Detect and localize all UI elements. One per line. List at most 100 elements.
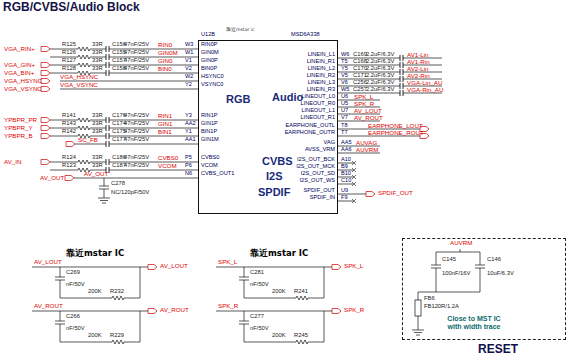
pin-number: AA1 [185, 137, 196, 143]
pin-number: U6 [341, 94, 348, 100]
component-label: C277 [250, 314, 264, 320]
component-label: 10uF/6.3V [487, 271, 514, 277]
net-label: GIN0M [158, 50, 178, 56]
pin-name: RIN1P [201, 113, 217, 119]
pin-number: AA2 [185, 121, 196, 127]
component-label: R229 [110, 333, 124, 339]
component-label: R143 [62, 121, 76, 127]
pin-name: LINEIN_R3 [307, 87, 335, 93]
filter-sections [32, 265, 341, 345]
pin-name: HSYNC0 [201, 74, 224, 80]
part-label: U12B [201, 32, 215, 38]
component-label: C256 [353, 80, 367, 86]
component-label: 33R [92, 66, 103, 72]
pin-number: Y3 [185, 113, 192, 119]
pin-name: BIN0P [201, 66, 217, 72]
component-label: R126 [62, 50, 76, 56]
net-label: AV_OUT [84, 171, 108, 177]
pin-number: B9 [341, 164, 348, 170]
net-label: VGA_HSYNC [4, 78, 42, 84]
net-label: VCOM [158, 163, 177, 169]
component-label: C168 [353, 59, 367, 65]
placement-note: 靠近mstar ic [226, 28, 255, 33]
component-label: 47nF/25V [124, 58, 149, 64]
pin-number: N6 [185, 171, 192, 177]
net-label: VGA_GIN+ [4, 62, 35, 68]
net-label: EARPHONE_LOUT [368, 123, 423, 129]
pin-name: VCOM [201, 163, 218, 169]
component-label: 2.2uF/6.3V [366, 80, 394, 86]
pin-number: U7 [341, 108, 348, 114]
pin-name: EARPHONE_OUTR [285, 130, 335, 136]
component-label: C158 [112, 66, 126, 72]
component-label: C156 [112, 42, 126, 48]
pin-name: LINEOUT_R0 [300, 101, 335, 107]
component-label: 33R [92, 113, 103, 119]
net-label: SPK_R [344, 307, 364, 313]
component-label: nF/50V [66, 326, 85, 332]
component-label: C171 [353, 73, 367, 79]
component-label: C278 [111, 181, 125, 187]
net-label: AV1-Rin [407, 59, 430, 65]
component-label: C257 [353, 87, 367, 93]
pin-number: T5 [341, 59, 348, 65]
component-label: 33R [92, 42, 103, 48]
sheet-label: RESET [478, 343, 518, 355]
component-label: 47nF/25V [124, 50, 149, 56]
block-label: I2S [266, 171, 283, 182]
component-label: nF/50V [250, 326, 269, 332]
pin-number: U9 [341, 188, 348, 194]
pin-number: C10 [341, 178, 351, 184]
component-label: nF/50V [250, 282, 269, 288]
component-label: 33R [92, 163, 103, 169]
pin-number: W1 [185, 50, 193, 56]
net-label: SPK_L [354, 94, 373, 100]
pin-name: LINEIN_L2 [308, 66, 335, 72]
pin-number: V6 [341, 80, 348, 86]
block-label: SPDIF [258, 187, 290, 198]
pin-name: RIN0P [201, 42, 217, 48]
net-label: AV_LOUT [34, 259, 62, 265]
pin-name: GIN1P [201, 121, 218, 127]
component-label: R232 [110, 289, 124, 295]
pin-number: U5 [341, 101, 348, 107]
net-label: AV_IN [4, 159, 21, 165]
net-label: AV_LOUT [354, 108, 382, 114]
component-label: FB120R/1.2A [424, 304, 459, 310]
net-label: SPK_R [218, 303, 238, 309]
net-label: AUVRM [356, 147, 378, 153]
net-label: VGA-Rin_AU [407, 87, 443, 93]
component-label: R125 [62, 42, 76, 48]
component-label: R127 [62, 58, 76, 64]
net-label: RIN0 [158, 42, 172, 48]
net-label: VGA-Lin_AU [407, 80, 442, 86]
component-label: C177 [112, 137, 126, 143]
component-label: R245 [294, 333, 308, 339]
component-label: R241 [294, 289, 308, 295]
component-label: 47nF/25V [124, 42, 149, 48]
net-label: SPK_R [354, 101, 374, 107]
pin-number: AA5 [341, 140, 352, 146]
net-label: VGA_RIN+ [4, 46, 35, 52]
component-label: C170 [353, 66, 367, 72]
net-label: SPK_L [344, 263, 363, 269]
component-label: NC/120pF/50V [111, 190, 149, 196]
pin-name: SPDIF_OUT [304, 188, 335, 194]
component-label: 33R [92, 155, 103, 161]
placement-note: 靠近mstar IC [250, 249, 308, 258]
diagram-title: RGB/CVBS/Audio Block [3, 1, 140, 13]
pin-name: EARPHONE_OUTL [286, 123, 335, 129]
pin-number: V7 [341, 115, 348, 121]
component-label: 100nF/16V [442, 271, 470, 277]
pin-name: VSYNC0 [201, 82, 223, 88]
component-label: 47nF/25V [124, 163, 149, 169]
component-label: 2.2uF/6.3V [366, 52, 394, 58]
component-label: C155 [112, 50, 126, 56]
component-label: 33R [92, 129, 103, 135]
component-label: 200K [272, 333, 286, 339]
pin-number: W3 [185, 42, 193, 48]
component-label: 2.2uF/6.3V [366, 73, 394, 79]
component-label: C269 [66, 270, 80, 276]
net-label: CVBS0 [158, 155, 178, 161]
